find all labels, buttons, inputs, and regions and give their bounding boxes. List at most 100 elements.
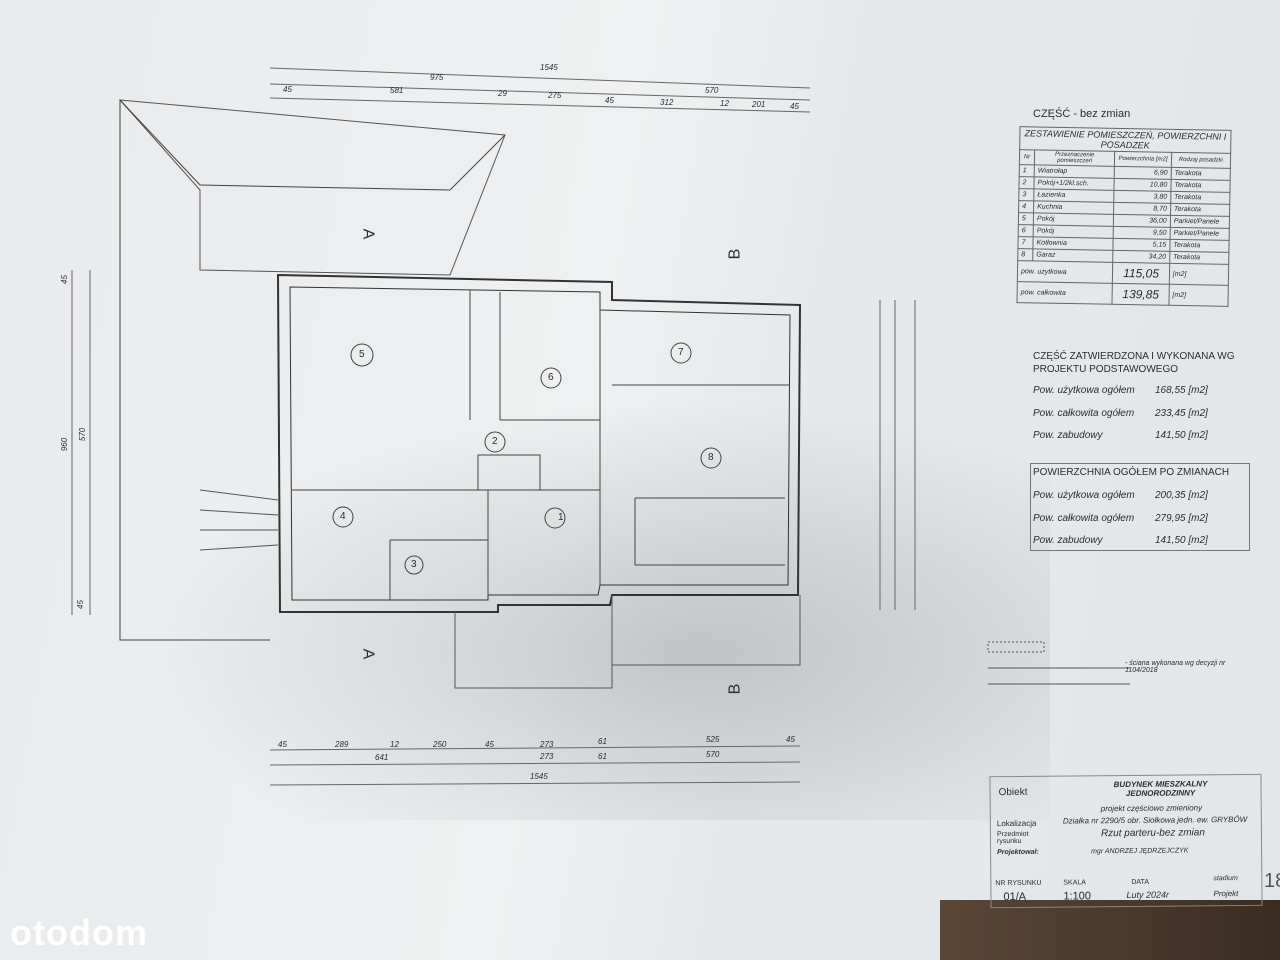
cell: Terakota [1170, 167, 1231, 181]
cell: 5,15 [1113, 238, 1170, 252]
cell: Parkiet/Panele [1169, 227, 1230, 241]
approved-value: 141,50 [m2] [1155, 430, 1208, 441]
legend-text: - ściana wykonana wg decyzji nr 1104/201… [1125, 660, 1226, 674]
cell: 2 [1018, 176, 1035, 189]
date: Luty 2024r [1126, 889, 1170, 900]
cell: 115,05 [1112, 262, 1170, 285]
dim-bottom: 273 [540, 740, 554, 749]
cell: Parkiet/Panele [1170, 215, 1230, 229]
after-value: 200,35 [m2] [1155, 490, 1208, 501]
room-number-4: 4 [340, 511, 346, 522]
roof-outline [118, 99, 506, 276]
roof-outline-left [119, 100, 270, 641]
cell: pow. użytkowa [1017, 260, 1113, 284]
outer-walls [276, 273, 802, 613]
room-circles [332, 342, 722, 575]
approved-label: Pow. użytkowa ogółem [1033, 385, 1135, 396]
approved-label: Pow. zabudowy [1033, 430, 1103, 441]
cell: Terakota [1170, 191, 1230, 205]
after-value: 279,95 [m2] [1155, 513, 1208, 524]
cell: 3 [1018, 188, 1034, 201]
cell: pow. całkowita [1016, 281, 1113, 305]
room-number-1: 1 [558, 512, 564, 523]
col-header: Powierzchnia [m2] [1114, 151, 1172, 168]
dim-top: 312 [660, 98, 674, 107]
dim-left: 45 [59, 275, 69, 284]
cell: 5 [1018, 212, 1034, 225]
dim-bottom: 12 [390, 740, 399, 749]
dim-left: 960 [60, 437, 70, 452]
cell: 9,50 [1113, 226, 1171, 240]
cell: 7 [1017, 236, 1034, 249]
dim-left: 45 [75, 600, 85, 609]
dim-top: 581 [390, 86, 404, 95]
section-marker: B [726, 683, 744, 695]
dim-top: 975 [430, 73, 444, 82]
object-label: Obiekt [998, 786, 1028, 799]
col-header: Przeznaczenie pomieszczeń [1034, 149, 1115, 167]
room-number-7: 7 [678, 347, 684, 358]
dim-top: 570 [705, 86, 719, 95]
after-label: Pow. zabudowy [1033, 535, 1103, 546]
dim-bottom-total: 1545 [530, 772, 548, 781]
stage: Projekt [1213, 889, 1239, 899]
scale-label: SKALA [1063, 879, 1086, 887]
roof-ridge [199, 184, 451, 191]
roof-hip [119, 99, 201, 186]
col-header: Nr [1019, 149, 1035, 165]
page-number: 18 [1264, 870, 1280, 892]
cell: 6,90 [1114, 166, 1172, 180]
col-header: Rodzaj posadzki [1171, 152, 1231, 169]
dim-top: 201 [752, 100, 766, 109]
dim-bottom: 61 [598, 737, 607, 746]
dim-bottom: 45 [786, 735, 795, 744]
room-number-8: 8 [708, 452, 714, 463]
approved-value: 168,55 [m2] [1155, 385, 1208, 396]
inner-walls [292, 290, 790, 600]
cell: 34,20 [1112, 250, 1170, 264]
cell: Terakota [1169, 251, 1229, 265]
rooms-table: ZESTAWIENIE POMIESZCZEŃ, POWIERZCHNI I P… [1016, 126, 1232, 307]
cell: Terakota [1169, 239, 1230, 253]
room-number-6: 6 [548, 372, 554, 383]
dim-top: 45 [605, 96, 614, 105]
object-note: projekt częściowo zmieniony [1100, 803, 1203, 814]
date-label: DATA [1131, 878, 1150, 886]
otodom-watermark: otodom [10, 912, 148, 953]
cell: 10,80 [1114, 178, 1171, 192]
room-number-5: 5 [359, 349, 365, 360]
cell: 4 [1018, 200, 1034, 213]
legend-lines [987, 641, 1130, 685]
dim-bottom: 641 [375, 753, 389, 762]
location-label: Lokalizacja [996, 818, 1037, 829]
object-name: BUDYNEK MIESZKALNY JEDNORODZINNY [1113, 779, 1208, 798]
cell: 8,70 [1113, 202, 1171, 216]
scale: 1:100 [1063, 890, 1092, 903]
dim-total-top: 1545 [540, 63, 558, 72]
dim-bottom: 45 [485, 740, 494, 749]
wooden-floor [940, 900, 1280, 960]
room-number-2: 2 [492, 436, 498, 447]
dim-left: 570 [78, 427, 88, 442]
dimension-lines [71, 67, 916, 786]
dim-bottom: 61 [598, 752, 607, 761]
subject-label: Przedmiot rysunku [996, 830, 1029, 846]
approved-label: Pow. całkowita ogółem [1033, 408, 1135, 419]
roof-hip [449, 134, 506, 191]
dim-top: 275 [548, 91, 562, 100]
dim-bottom: 289 [335, 740, 349, 749]
approved-value: 233,45 [m2] [1155, 408, 1208, 419]
designer-label: Projektował: [997, 848, 1039, 857]
section-marker: B [726, 248, 744, 260]
cell: 139,85 [1112, 283, 1170, 306]
cell: 1 [1019, 164, 1035, 177]
dim-top: 45 [790, 102, 799, 111]
dim-bottom: 273 [540, 752, 554, 761]
room-number-3: 3 [411, 559, 417, 570]
dim-bottom: 250 [433, 740, 447, 749]
cell: 36,00 [1113, 214, 1171, 228]
section-marker: A [359, 228, 377, 240]
dim-top: 12 [720, 99, 729, 108]
drawing-no-label: NR RYSUNKU [995, 879, 1042, 888]
terrace [199, 489, 801, 689]
